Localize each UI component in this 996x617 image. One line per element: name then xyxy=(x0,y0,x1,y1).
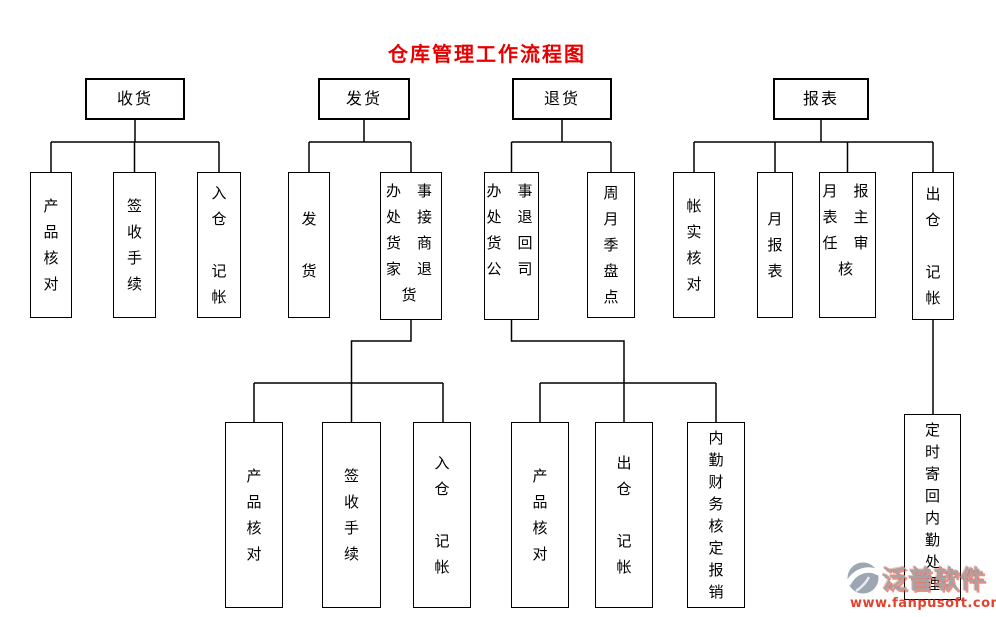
flow-box-office-return-to-company-label: 办事 处退 货回 公司 xyxy=(486,182,549,278)
flow-box-warehouse-out-bookkeeping-label: 出 仓 记 帐 xyxy=(925,185,941,307)
watermark: 泛普软件 www.fanpusoft.com xyxy=(846,560,996,611)
flow-box-report-director-review: 月报 表主 任审 核 xyxy=(819,172,876,318)
flow-box-send-back-internal-processing-label: 定 时 寄 回 内 勤 处 理 xyxy=(924,421,940,593)
page-title: 仓库管理工作流程图 xyxy=(388,42,586,66)
flow-box-ship-goods-label: 发 货 xyxy=(301,210,317,280)
connector-ship-sub xyxy=(253,320,444,423)
flow-box-receive-label: 收货 xyxy=(116,89,153,108)
connector-ship xyxy=(308,120,412,173)
flow-box-return-product-check-label: 产 品 核 对 xyxy=(532,467,548,563)
flow-box-return-label: 退货 xyxy=(543,89,580,108)
flow-box-ship-sign-procedure: 签 收 手 续 xyxy=(322,422,381,608)
flow-box-report-label: 报表 xyxy=(802,89,839,108)
connector-receive xyxy=(50,120,220,173)
flow-box-monthly-report: 月 报 表 xyxy=(757,172,793,318)
flow-box-periodic-stocktake-label: 周 月 季 盘 点 xyxy=(603,184,619,306)
flow-box-office-return-to-company: 办事 处退 货回 公司 xyxy=(484,172,539,320)
flow-box-report-director-review-label: 月报 表主 任审 核 xyxy=(822,182,885,278)
flow-box-product-check-label: 产 品 核 对 xyxy=(43,197,59,293)
flow-box-warehouse-in-bookkeeping-label: 入 仓 记 帐 xyxy=(211,184,227,306)
watermark-brand: 泛普软件 xyxy=(882,565,987,594)
connector-return-sub xyxy=(510,320,717,423)
connector-return xyxy=(510,120,612,173)
flow-box-return: 退货 xyxy=(512,78,612,120)
flow-box-return-product-check: 产 品 核 对 xyxy=(511,422,569,608)
flow-box-product-check: 产 品 核 对 xyxy=(30,172,72,318)
flow-box-sign-procedure: 签 收 手 续 xyxy=(113,172,156,318)
flow-box-ship-product-check: 产 品 核 对 xyxy=(225,422,283,608)
flow-box-warehouse-in-bookkeeping: 入 仓 记 帐 xyxy=(197,172,241,318)
flow-box-monthly-report-label: 月 报 表 xyxy=(767,210,783,280)
flow-box-periodic-stocktake: 周 月 季 盘 点 xyxy=(587,172,635,318)
flow-box-office-handle-merchant-returns: 办事 处接 货商 家退 货 xyxy=(380,172,442,320)
flow-box-ship-sign-procedure-label: 签 收 手 续 xyxy=(343,467,359,563)
flow-box-finance-approve-reimbursement: 内 勤 财 务 核 定 报 销 xyxy=(687,422,745,608)
flow-box-ship-label: 发货 xyxy=(345,89,382,108)
flow-box-account-reconciliation-label: 帐 实 核 对 xyxy=(686,197,702,293)
flow-box-receive: 收货 xyxy=(85,78,185,120)
flow-box-warehouse-out-bookkeeping: 出 仓 记 帐 xyxy=(912,172,954,320)
flow-box-return-warehouse-out-bookkeeping-label: 出 仓 记 帐 xyxy=(616,454,632,576)
connector-report xyxy=(693,120,934,173)
flow-box-ship-warehouse-in-bookkeeping: 入 仓 记 帐 xyxy=(413,422,471,608)
flow-box-ship-goods: 发 货 xyxy=(288,172,330,318)
flow-box-ship-warehouse-in-bookkeeping-label: 入 仓 记 帐 xyxy=(434,454,450,576)
flow-box-finance-approve-reimbursement-label: 内 勤 财 务 核 定 报 销 xyxy=(708,429,724,601)
flow-box-office-handle-merchant-returns-label: 办事 处接 货商 家退 货 xyxy=(386,182,449,304)
flow-box-sign-procedure-label: 签 收 手 续 xyxy=(126,197,142,293)
flow-box-ship: 发货 xyxy=(318,78,410,120)
flow-box-report: 报表 xyxy=(773,78,869,120)
flow-box-send-back-internal-processing: 定 时 寄 回 内 勤 处 理 xyxy=(904,414,961,600)
flow-box-account-reconciliation: 帐 实 核 对 xyxy=(673,172,715,318)
flow-box-return-warehouse-out-bookkeeping: 出 仓 记 帐 xyxy=(595,422,653,608)
flow-box-ship-product-check-label: 产 品 核 对 xyxy=(246,467,262,563)
watermark-url: www.fanpusoft.com xyxy=(850,596,996,611)
swoosh-circle-icon xyxy=(846,562,880,594)
